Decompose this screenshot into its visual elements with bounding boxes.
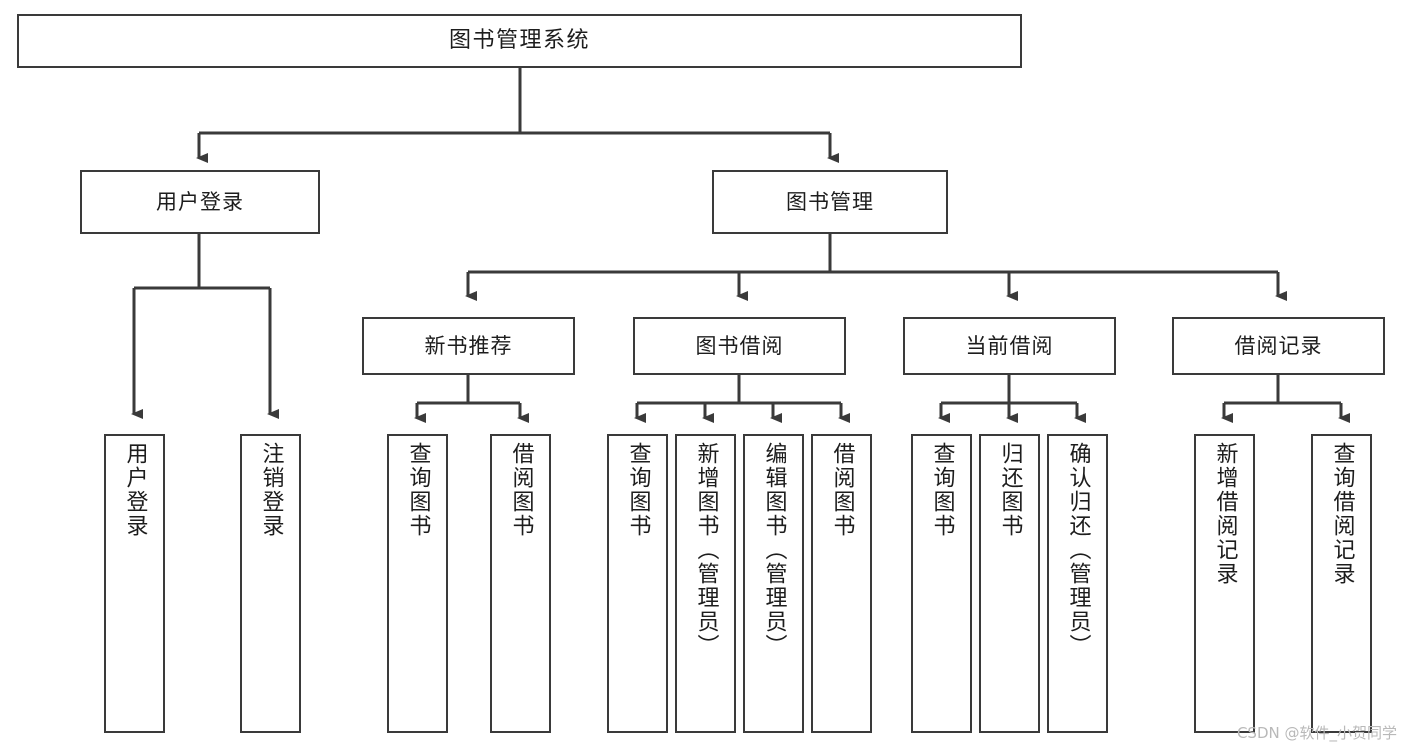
leaf-return-book[interactable]: 归还图书 [979,434,1040,733]
node-label: 图书管理 [786,189,874,214]
node-label: 注销登录 [258,442,284,538]
node-new-book-recommend[interactable]: 新书推荐 [362,317,575,375]
node-label: 编辑图书（管理员） [761,442,787,658]
node-label: 借阅图书 [829,442,855,538]
leaf-borrow-book[interactable]: 借阅图书 [811,434,872,733]
node-label: 借阅记录 [1234,333,1323,358]
node-book-borrow[interactable]: 图书借阅 [633,317,846,375]
leaf-add-book[interactable]: 新增图书（管理员） [675,434,736,733]
leaf-query-borrow-record[interactable]: 查询借阅记录 [1311,434,1372,733]
node-label: 借阅图书 [508,442,534,538]
node-label: 当前借阅 [965,333,1054,358]
node-label: 查询图书 [929,442,955,538]
leaf-add-borrow-record[interactable]: 新增借阅记录 [1194,434,1255,733]
node-label: 确认归还（管理员） [1065,442,1091,658]
node-label: 查询图书 [405,442,431,538]
node-label: 用户登录 [122,442,148,538]
leaf-query-book-recommend[interactable]: 查询图书 [387,434,448,733]
leaf-confirm-return[interactable]: 确认归还（管理员） [1047,434,1108,733]
node-label: 查询借阅记录 [1329,442,1355,586]
node-label: 查询图书 [625,442,651,538]
watermark: CSDN @软件_小贺同学 [1236,724,1397,742]
node-label: 图书管理系统 [448,28,590,54]
leaf-query-book-current[interactable]: 查询图书 [911,434,972,733]
node-user-login[interactable]: 用户登录 [80,170,320,234]
node-label: 新增借阅记录 [1212,442,1238,586]
leaf-user-login[interactable]: 用户登录 [104,434,165,733]
node-book-manage[interactable]: 图书管理 [712,170,948,234]
leaf-edit-book[interactable]: 编辑图书（管理员） [743,434,804,733]
node-label: 归还图书 [997,442,1023,538]
node-label: 新增图书（管理员） [693,442,719,658]
node-current-borrow[interactable]: 当前借阅 [903,317,1116,375]
node-label: 图书借阅 [695,333,784,358]
node-label: 用户登录 [156,189,244,214]
leaf-user-logout[interactable]: 注销登录 [240,434,301,733]
leaf-borrow-book-recommend[interactable]: 借阅图书 [490,434,551,733]
node-borrow-record[interactable]: 借阅记录 [1172,317,1385,375]
node-root-system[interactable]: 图书管理系统 [17,14,1022,68]
leaf-query-book-borrow[interactable]: 查询图书 [607,434,668,733]
node-label: 新书推荐 [424,333,513,358]
